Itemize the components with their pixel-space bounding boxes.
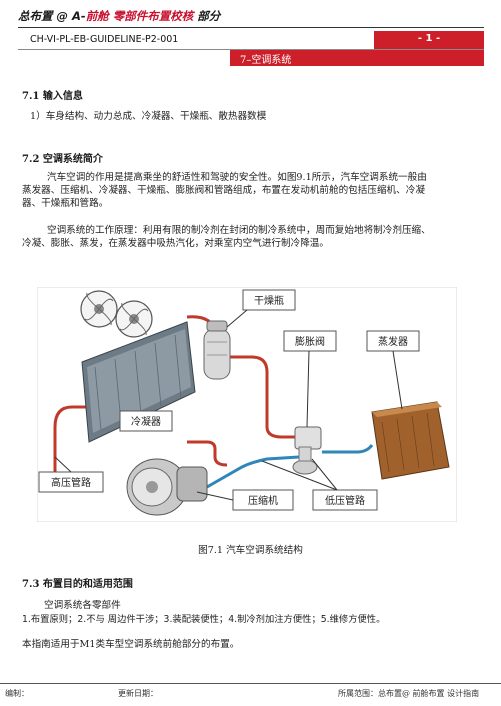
label-evaporator-text: 蒸发器	[378, 335, 408, 348]
label-low-pressure-text: 低压管路	[325, 494, 365, 507]
evaporator-icon	[371, 401, 450, 480]
intro-para1-line3: 器、干燥瓶和管路。	[22, 198, 109, 209]
chapter-banner	[230, 50, 484, 66]
section-heading-input: 7.1 输入信息	[22, 91, 83, 102]
dryer-bottle-icon	[203, 320, 231, 380]
intro-para1-line2: 蒸发器、压缩机、冷凝器、干燥瓶、膨胀阀和管路组成，布置在发动机前舱的包括压缩机、…	[22, 185, 425, 196]
scope-statement: 本指南适用于M1类车型空调系统前舱部分的布置。	[22, 639, 240, 650]
footer-update-date: 更新日期：	[118, 689, 158, 698]
high-pressure-pipe-1	[53, 405, 107, 482]
label-evaporator	[366, 330, 420, 410]
cooling-fan-icon	[80, 290, 153, 338]
scope-subtitle: 空调系统各零部件	[44, 600, 121, 611]
section-heading-intro: 7.2 空调系统简介	[22, 154, 103, 165]
title-highlight: 前舱 零部件布置校核	[85, 9, 194, 23]
footer-scope: 所属范围：总布置@ 前舱布置 设计指南	[338, 689, 480, 698]
doc-code: CH-VI-PL-EB-GUIDELINE-P2-001	[30, 34, 179, 45]
figure-caption: 图7.1 汽车空调系统结构	[198, 545, 303, 556]
section-heading-scope: 7.3 布置目的和适用范围	[22, 579, 133, 590]
label-expansion-valve-text: 膨胀阀	[295, 335, 325, 348]
input-item: 1）车身结构、动力总成、冷凝器、干燥瓶、散热器数模	[30, 111, 267, 122]
footer-editor: 编制：	[5, 689, 29, 698]
header-divider	[18, 27, 484, 28]
low-pressure-pipe-1	[206, 455, 300, 489]
footer-divider	[0, 683, 501, 684]
high-pressure-pipe-3	[187, 440, 228, 467]
intro-para2-line1: 空调系统的工作原理：利用有限的制冷剂在封闭的制冷系统中，周而复始地将制冷剂压缩、	[47, 225, 431, 236]
label-condenser	[119, 410, 173, 432]
document-title: 总布置 @ A-前舱 零部件布置校核 部分	[18, 8, 220, 24]
intro-para1-line1: 汽车空调的作用是提高乘坐的舒适性和驾驶的安全性。如图9.1所示，汽车空调系统一般…	[47, 172, 427, 183]
title-prefix: 总布置 @ A-	[18, 9, 86, 23]
page-number-box	[374, 31, 484, 49]
label-high-pressure-text: 高压管路	[51, 476, 91, 489]
label-compressor-text: 压缩机	[248, 494, 278, 507]
label-high-pressure	[38, 456, 104, 493]
doc-code-bar	[18, 31, 484, 50]
low-pressure-pipe-2	[322, 444, 374, 454]
title-suffix: 部分	[193, 9, 221, 23]
chapter-title: 7–空调系统	[240, 55, 292, 66]
expansion-valve-icon	[292, 426, 322, 475]
label-dryer-text: 干燥瓶	[254, 294, 284, 307]
condenser-icon	[81, 321, 196, 443]
ac-system-figure: 干燥瓶 膨胀阀 蒸发器 冷凝器 高压管路 压缩机 低压管路	[37, 287, 457, 522]
high-pressure-pipe-4	[227, 355, 299, 439]
label-compressor	[196, 489, 294, 511]
label-low-pressure	[261, 458, 378, 511]
intro-para2-line2: 冷凝、膨胀、蒸发，在蒸发器中吸热汽化，对乘室内空气进行制冷降温。	[22, 238, 329, 249]
label-condenser-text: 冷凝器	[131, 415, 161, 428]
page-number: - 1 -	[417, 33, 441, 44]
label-expansion-valve	[283, 330, 337, 428]
scope-list: 1.布置原则；2.不与 周边件干涉；3.装配装便性；4.制冷剂加注方便性；5.维…	[22, 614, 386, 625]
label-dryer	[226, 289, 296, 328]
compressor-icon	[126, 458, 208, 516]
